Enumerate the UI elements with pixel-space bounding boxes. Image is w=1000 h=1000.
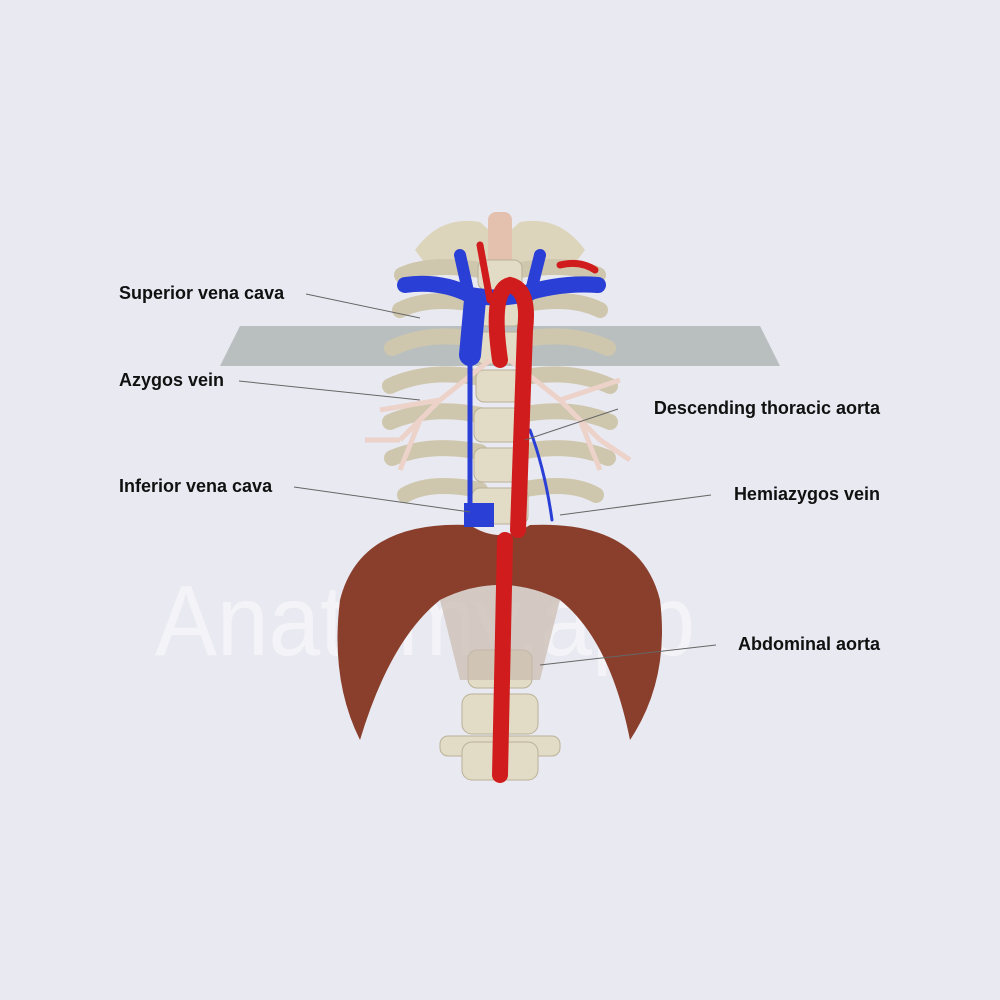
label-azygos-vein: Azygos vein	[119, 370, 225, 390]
label-hemiazygos-vein: Hemiazygos vein	[733, 484, 880, 504]
leader-lines	[238, 293, 717, 666]
diaphragm	[337, 524, 662, 740]
label-superior-vena-cava: Superior vena cava	[119, 283, 285, 303]
label-descending-thoracic-aorta: Descending thoracic aorta	[653, 398, 880, 418]
label-abdominal-aorta: Abdominal aorta	[737, 634, 880, 654]
bronchial-tree	[365, 358, 632, 471]
label-inferior-vena-cava: Inferior vena cava	[119, 476, 273, 496]
arteries	[476, 241, 599, 783]
